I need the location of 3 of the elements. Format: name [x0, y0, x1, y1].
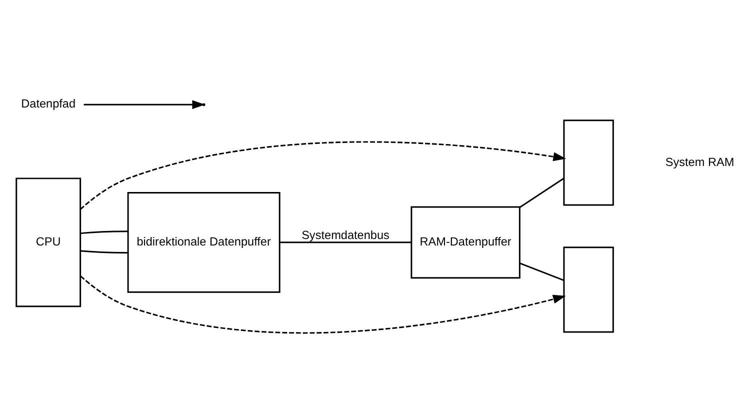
- edge-label: Systemdatenbus: [302, 228, 390, 242]
- label: System RAM: [665, 154, 734, 168]
- node-text: Datenpfad: [21, 96, 76, 110]
